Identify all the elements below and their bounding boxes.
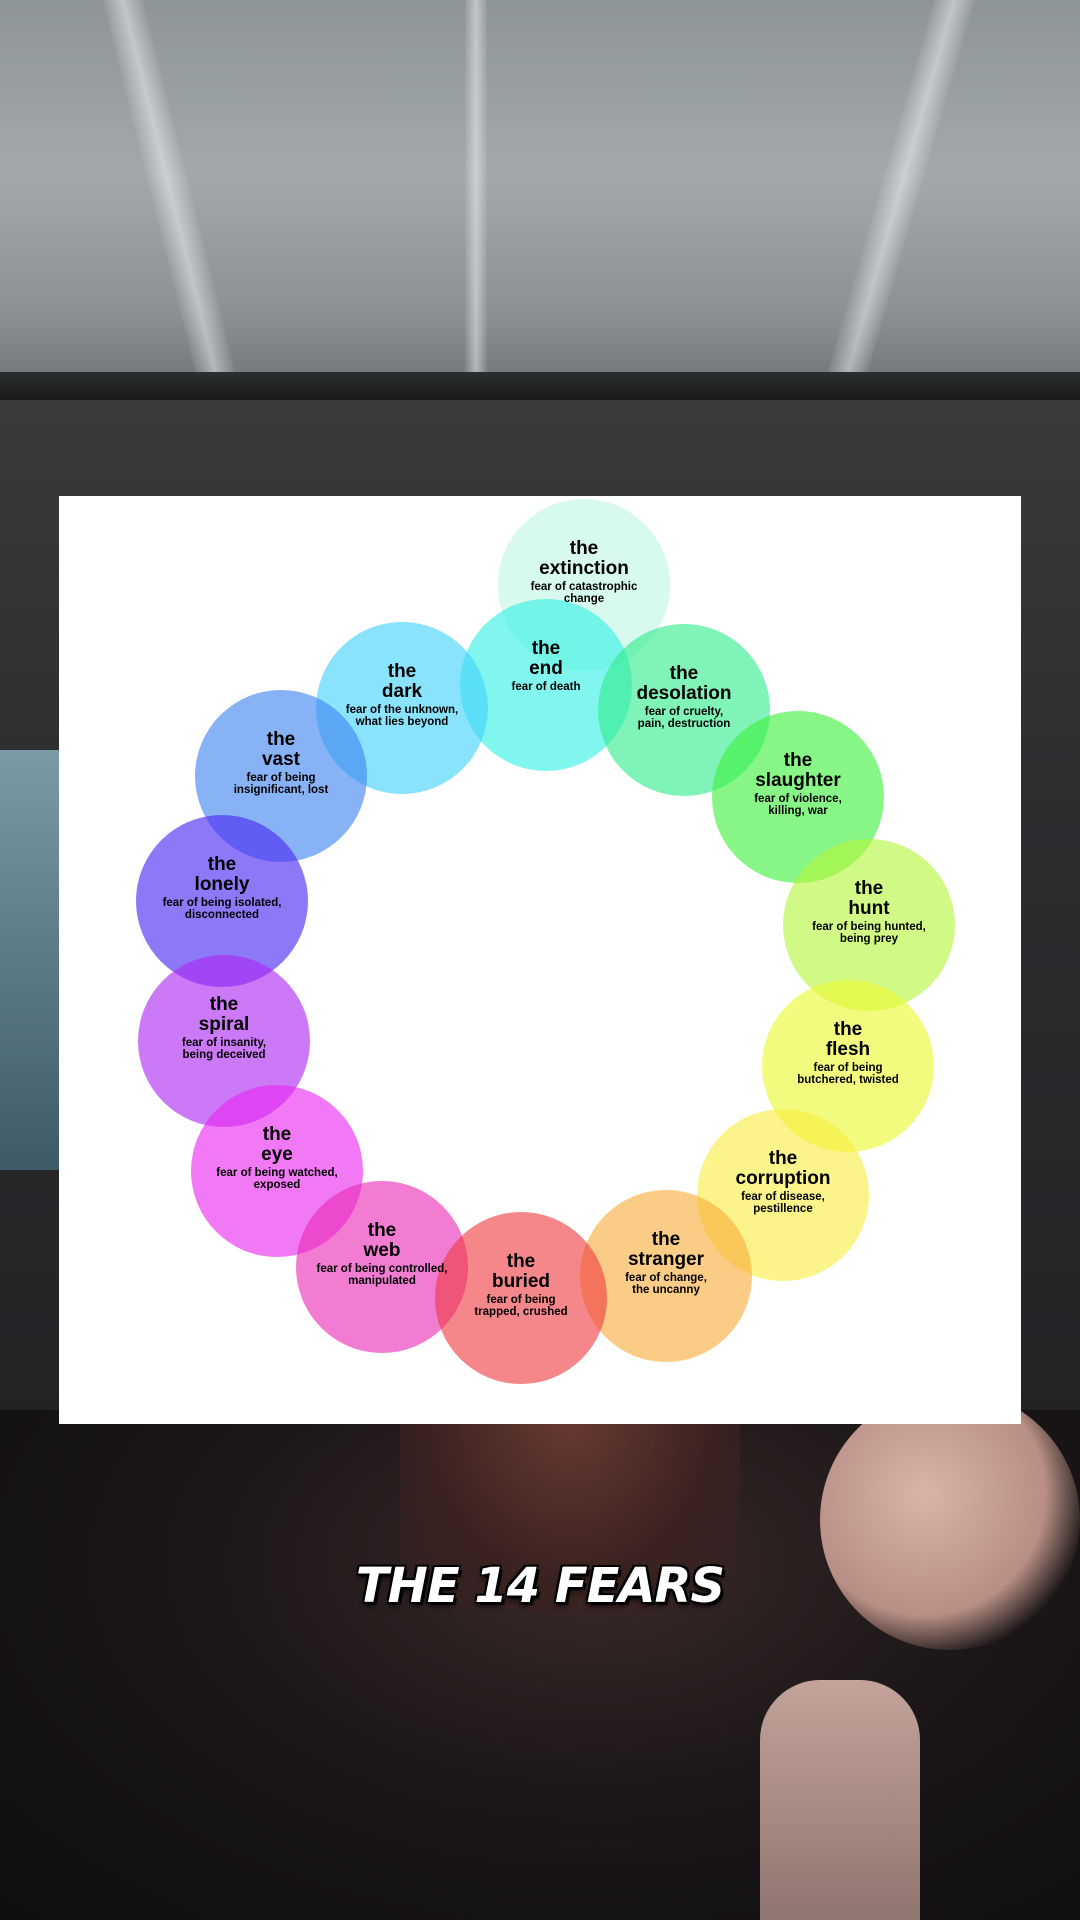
circle-buried (435, 1212, 607, 1384)
fear-description: fear of cruelty, pain, destruction (637, 705, 731, 730)
label-the: the (783, 750, 813, 771)
label-the: the (262, 1124, 292, 1145)
video-caption: THE 14 FEARS (355, 1558, 725, 1614)
circle-spiral (138, 955, 310, 1127)
label-the: the (531, 638, 561, 659)
circle-stranger (580, 1190, 752, 1362)
fear-description: fear of being butchered, twisted (797, 1061, 899, 1086)
fear-name: buried (491, 1270, 551, 1292)
fear-name: web (363, 1239, 401, 1261)
fear-name: spiral (198, 1013, 250, 1035)
label-the: the (768, 1148, 798, 1169)
label-the: the (387, 661, 417, 682)
circle-hunt (783, 839, 955, 1011)
person-hands (820, 1390, 1080, 1650)
fear-name: hunt (848, 897, 890, 919)
label-the: the (506, 1251, 536, 1272)
fear-description: fear of death (511, 680, 581, 693)
fear-description: fear of insanity, being deceived (181, 1036, 267, 1061)
label-the: the (367, 1220, 397, 1241)
fear-name: flesh (825, 1038, 871, 1060)
label-the: the (833, 1019, 863, 1040)
fear-description: fear of being hunted, being prey (812, 920, 926, 945)
car-window (0, 750, 60, 1170)
person-arm (760, 1680, 920, 1920)
fear-description: fear of being controlled, manipulated (316, 1262, 448, 1287)
circle-end (460, 599, 632, 771)
label-the: the (569, 538, 599, 559)
person-hair (400, 1410, 740, 1610)
fears-wheel (136, 499, 955, 1384)
fear-description: fear of violence, killing, war (754, 792, 842, 817)
fear-name: corruption (735, 1167, 831, 1189)
circle-web (296, 1181, 468, 1353)
fear-name: vast (261, 748, 301, 770)
car-ceiling-background (0, 0, 1080, 390)
circle-lonely (136, 815, 308, 987)
label-the: the (207, 854, 237, 875)
fear-name: extinction (539, 557, 629, 579)
fear-name: eye (261, 1143, 293, 1165)
fear-description: fear of being watched, exposed (216, 1166, 338, 1191)
fear-description: fear of being insignificant, lost (233, 771, 329, 796)
label-the: the (651, 1229, 681, 1250)
fear-description: fear of disease, pestillence (741, 1190, 825, 1215)
label-the: the (854, 878, 884, 899)
label-the: the (266, 729, 296, 750)
circle-flesh (762, 980, 934, 1152)
fear-description: fear of the unknown, what lies beyond (345, 703, 459, 728)
fear-name: slaughter (755, 769, 841, 791)
fear-description: fear of being trapped, crushed (474, 1293, 568, 1318)
label-the: the (669, 663, 699, 684)
fear-name: lonely (194, 873, 250, 895)
light-reflection (465, 0, 487, 380)
fear-name: dark (381, 680, 423, 702)
circle-slaughter (712, 711, 884, 883)
fear-name: end (529, 657, 563, 679)
fear-description: fear of change, the uncanny (625, 1271, 707, 1296)
fear-name: desolation (636, 682, 732, 704)
fear-name: stranger (627, 1248, 705, 1270)
fear-description: fear of catastrophic change (530, 580, 638, 605)
label-the: the (209, 994, 239, 1015)
fear-description: fear of being isolated, disconnected (162, 896, 282, 921)
